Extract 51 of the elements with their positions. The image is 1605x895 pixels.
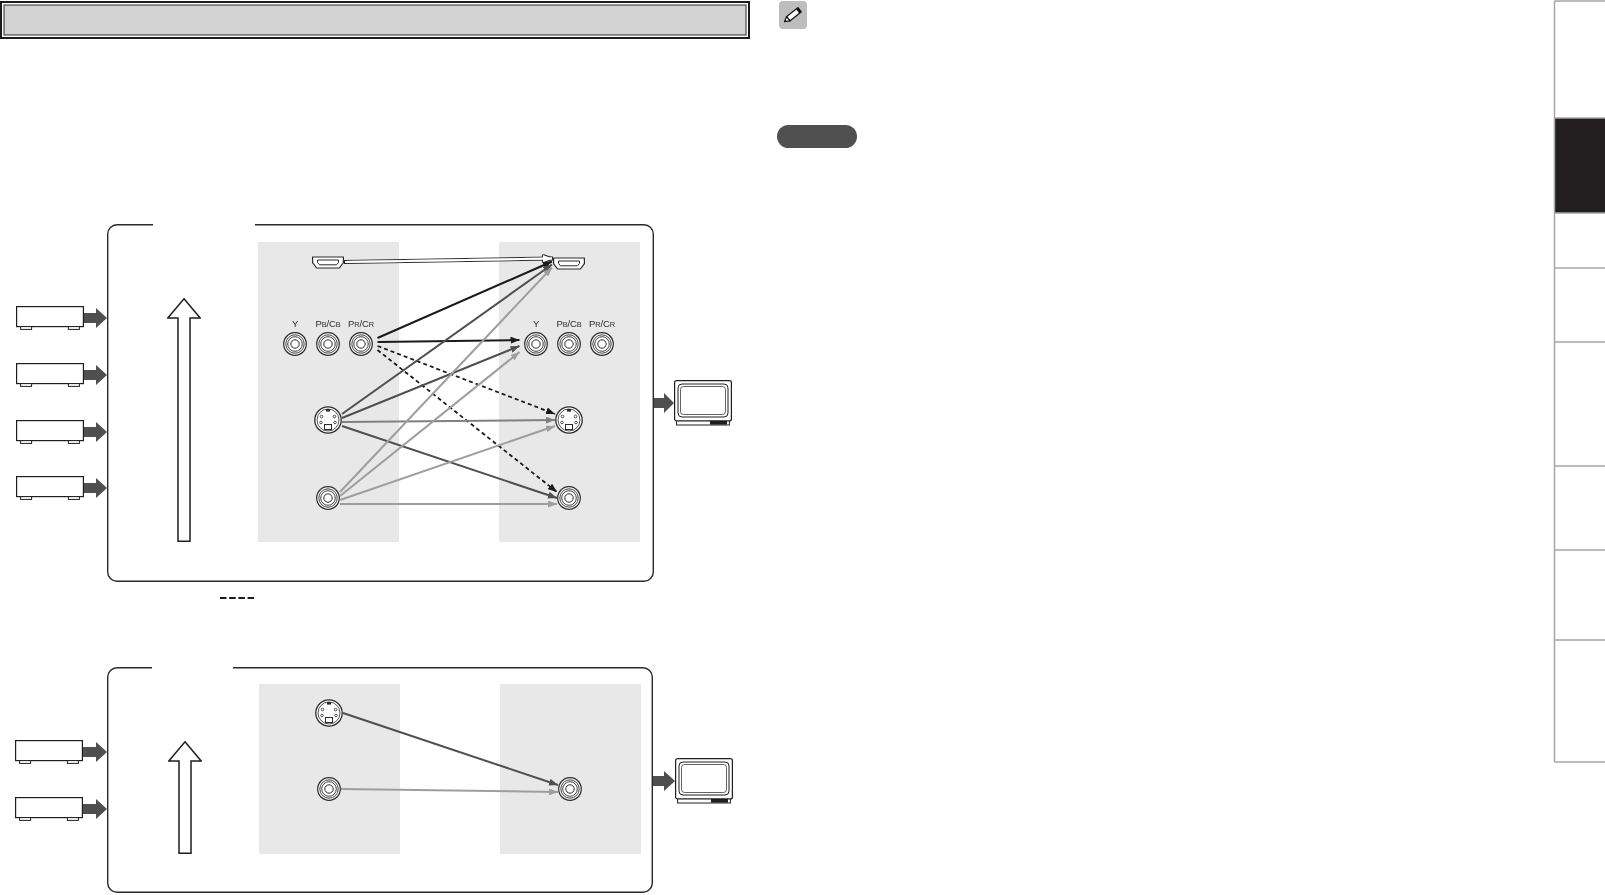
dashed-arrow: [376, 345, 556, 415]
video-device-icon: [16, 476, 84, 500]
s-video-jack-icon: [555, 406, 583, 434]
panel-frame: [107, 667, 653, 893]
jack-label: P$_{R}$/C$_{R}$: [589, 318, 615, 330]
jack-label: P$_{R}$/C$_{R}$: [348, 318, 374, 330]
video-device-icon: [16, 306, 84, 330]
s-video-jack-icon: [315, 699, 343, 727]
hollow-arrow: [344, 255, 553, 263]
jack-label: Y: [291, 318, 299, 330]
jack-label: P$_{B}$/C$_{B}$: [556, 318, 582, 330]
dashed-arrow: [376, 349, 558, 493]
jack-panel: [499, 242, 640, 542]
jack-panel: [259, 684, 400, 854]
tv-icon: [675, 758, 733, 804]
arrow: [376, 260, 553, 339]
arrow: [339, 351, 521, 497]
tv-icon: [674, 380, 732, 426]
video-device-icon: [15, 740, 83, 764]
jack-label: Y: [532, 318, 540, 330]
video-device-icon: [16, 363, 84, 387]
rca-jack-icon: [558, 777, 582, 801]
jack-label: P$_{B}$/C$_{B}$: [315, 318, 341, 330]
block-arrow: [83, 742, 107, 762]
hdmi-port-icon: [552, 256, 586, 270]
arrow: [339, 266, 553, 493]
block-arrow: [653, 771, 675, 791]
block-arrow: [654, 393, 674, 413]
block-arrow: [84, 308, 107, 328]
rca-jack-icon: [316, 486, 340, 510]
block-arrow: [83, 799, 107, 819]
jack-panel: [500, 684, 641, 854]
rca-jack-icon: [557, 486, 581, 510]
rca-jack-icon: [317, 777, 341, 801]
note-pill: [777, 125, 857, 148]
arrow: [340, 788, 559, 796]
block-arrow: [84, 365, 107, 385]
arrow: [341, 263, 553, 415]
video-device-icon: [15, 797, 83, 821]
s-video-jack-icon: [314, 406, 342, 434]
arrow: [342, 712, 559, 786]
hdmi-port-icon: [311, 255, 345, 269]
arrow: [376, 336, 521, 344]
arrow: [341, 345, 521, 419]
arrow: [341, 416, 556, 424]
block-arrow: [84, 422, 107, 442]
arrow: [339, 500, 558, 508]
jack-panel: [258, 242, 399, 542]
video-device-icon: [16, 420, 84, 444]
block-arrow: [84, 478, 107, 498]
panel-frame: [107, 224, 654, 582]
